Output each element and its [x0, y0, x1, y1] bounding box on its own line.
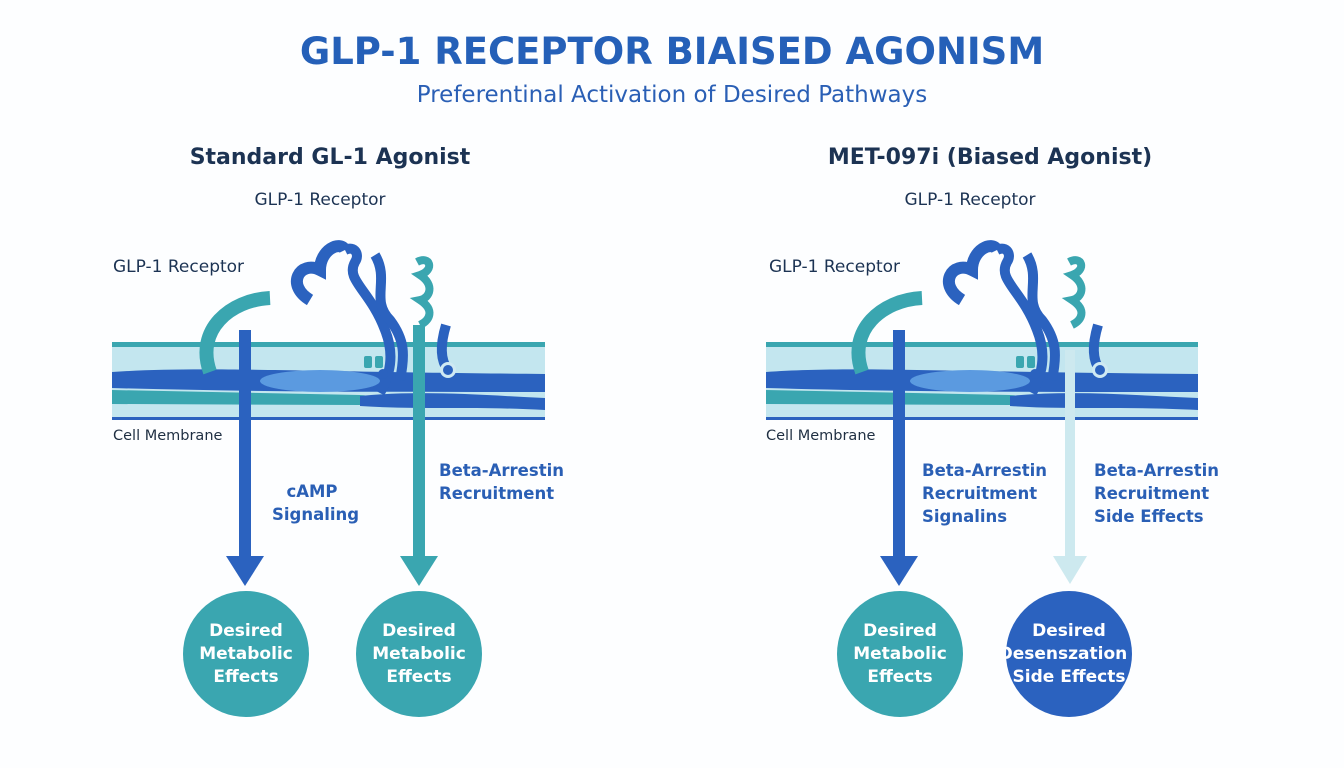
pathway-label-line: Beta-Arrestin [922, 461, 1047, 480]
outcome-line: Side Effects [1012, 666, 1126, 687]
signaling-pathway-arrow [880, 330, 918, 586]
outcome-line: Effects [213, 666, 279, 687]
pathway-label-beta-arrestin: Beta-Arrestin Recruitment [439, 459, 564, 505]
panel-title: Standard GL-1 Agonist [189, 145, 471, 170]
membrane-label: Cell Membrane [113, 428, 223, 444]
outcome-circle-metabolic: Desired Metabolic Effects [356, 591, 482, 717]
pathway-label-line: Recruitment [439, 484, 555, 503]
pathway-label-line: Recruitment [1094, 484, 1210, 503]
cell-membrane [766, 342, 1198, 420]
outcome-line: Desired [1032, 620, 1106, 641]
receptor-protein [851, 240, 1108, 396]
receptor-label-left: GLP-1 Receptor [769, 257, 901, 277]
pathway-label-camp: cAMP Signaling [272, 480, 360, 526]
receptor-protein [199, 240, 456, 396]
outcome-line: Effects [867, 666, 933, 687]
pathway-label-line: Signaling [272, 505, 360, 524]
diagram-title: GLP-1 RECEPTOR BIAISED AGONISM [299, 30, 1045, 73]
pathway-label-line: Signalins [922, 507, 1008, 526]
outcome-circle-metabolic: Desired Metabolic Effects [183, 591, 309, 717]
diagram-subtitle: Preferentinal Activation of Desired Path… [416, 82, 928, 108]
pathway-label-line: Beta-Arrestin [1094, 461, 1219, 480]
outcome-line: Desenszation / [998, 643, 1140, 664]
faded-side-effect-pathway-arrow [1053, 350, 1087, 584]
receptor-label-top: GLP-1 Receptor [254, 190, 386, 210]
membrane-label: Cell Membrane [766, 428, 876, 444]
receptor-label-top: GLP-1 Receptor [904, 190, 1036, 210]
outcome-line: Metabolic [372, 643, 466, 664]
outcome-line: Metabolic [853, 643, 947, 664]
outcome-circle-metabolic: Desired Metabolic Effects [837, 591, 963, 717]
pathway-label-line: Side Effects [1094, 507, 1204, 526]
pathway-label-signaling: Beta-Arrestin Recruitment Signalins [922, 459, 1047, 528]
beta-arrestin-pathway-arrow [400, 325, 438, 586]
pathway-label-side-effects: Beta-Arrestin Recruitment Side Effects [1094, 459, 1219, 528]
cell-membrane [112, 342, 545, 420]
pathway-label-line: cAMP [286, 482, 338, 501]
panel-title: MET-097i (Biased Agonist) [827, 145, 1153, 170]
outcome-line: Effects [386, 666, 452, 687]
outcome-line: Desired [863, 620, 937, 641]
pathway-label-line: Beta-Arrestin [439, 461, 564, 480]
outcome-line: Desired [209, 620, 283, 641]
outcome-circle-desensitization: Desired Desenszation / Side Effects [999, 591, 1139, 717]
receptor-label-left: GLP-1 Receptor [113, 257, 245, 277]
camp-pathway-arrow [226, 330, 264, 586]
pathway-label-line: Recruitment [922, 484, 1038, 503]
outcome-line: Metabolic [199, 643, 293, 664]
outcome-line: Desired [382, 620, 456, 641]
